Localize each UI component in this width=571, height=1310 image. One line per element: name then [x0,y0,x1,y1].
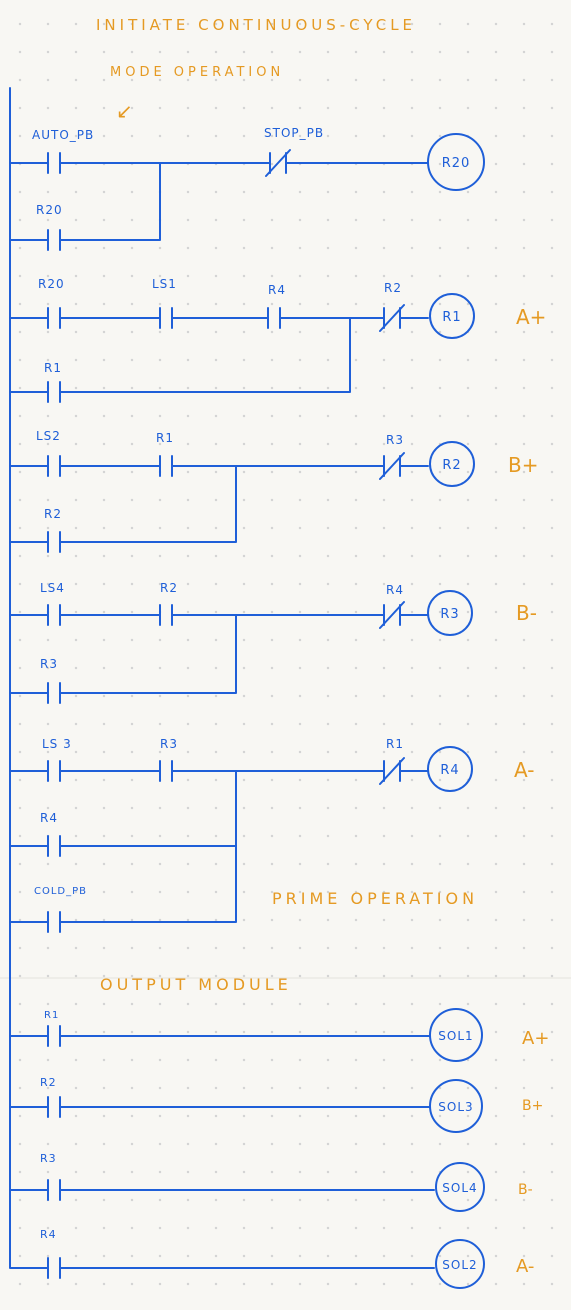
mode-operation-label: MODE OPERATION [110,65,284,80]
contact-r3-branch: R3 [40,657,61,704]
output-coil [429,1079,483,1133]
output-coil [435,1162,485,1212]
contact-label: R2 [384,281,402,295]
contact-r20: R20 [38,277,65,329]
output-coil [429,1008,483,1062]
output-annotation: B- [518,1182,533,1198]
rung-1: AUTO_PB STOP_PB R20 R20 [9,126,485,251]
coil-label: R1 [442,310,461,325]
rung-annotation: A- [514,758,534,782]
contact-label: R2 [44,507,62,521]
contact-label: R1 [44,361,62,375]
contact-ls1: LS1 [152,277,177,329]
contact-r1-branch: R1 [44,361,62,403]
contact-auto-pb: AUTO_PB [32,128,94,174]
output-contact [47,1025,61,1047]
rung-2: R20 LS1 R4 R2 R1 R1 A+ [9,277,546,403]
contact-ls2: LS2 [36,429,61,477]
rung-2-branch-wire [9,317,351,393]
rung-1-branch-wire [9,162,161,241]
coil-label: SOL4 [442,1181,477,1195]
coil-r2: R2 [429,441,475,487]
contact-ls3: LS 3 [42,737,72,782]
output-row-3: R3 SOL4 B- [9,1152,533,1212]
rung-4: LS4 R2 R4 R3 R3 B- [9,581,537,704]
contact-label: R1 [44,1010,59,1021]
diagram-title: INITIATE CONTINUOUS-CYCLE [96,16,416,34]
contact-label: R1 [156,431,174,445]
contact-label: COLD_PB [34,886,87,897]
contact-ls4: LS4 [40,581,65,626]
coil-r4: R4 [427,746,473,792]
rung-4-branch-wire [9,614,237,694]
output-contact [47,1179,61,1201]
contact-stop-pb: STOP_PB [264,126,324,177]
rung-annotation: B+ [508,453,538,477]
output-annotation: A+ [522,1028,549,1049]
rung-5-branch-wire-2 [9,845,237,923]
coil-label: R2 [442,458,461,473]
contact-label: STOP_PB [264,126,324,140]
contact-r4: R4 [267,283,286,329]
contact-label: R3 [386,433,404,447]
contact-r2-nc: R2 [379,281,405,332]
contact-r4-branch: R4 [40,811,61,857]
contact-r1: R1 [156,431,174,477]
rung-5-branch-wire [9,770,237,847]
coil-r1: R1 [429,293,475,339]
left-power-rail [9,87,25,1269]
coil-label: R20 [442,156,471,171]
contact-r3: R3 [159,737,178,782]
coil-label: SOL2 [442,1258,477,1272]
contact-label: AUTO_PB [32,128,94,142]
contact-cold-pb: COLD_PB [34,886,87,933]
output-row-4: R4 SOL2 A- [23,1228,534,1289]
rung-annotation: A+ [516,305,546,329]
rung-annotation: B- [516,601,537,625]
contact-label: R2 [40,1076,57,1089]
contact-label: R4 [386,583,404,597]
contact-r2: R2 [159,581,178,626]
contact-r2-branch: R2 [44,507,62,553]
contact-label: LS1 [152,277,177,291]
output-row-1: R1 SOL1 A+ [9,1008,549,1062]
contact-label: R3 [160,737,178,751]
rung-5: LS 3 R3 R1 R4 COLD_PB R4 A- [9,737,534,933]
output-coil [435,1239,485,1289]
coil-label: SOL1 [438,1029,473,1043]
output-contact [47,1257,61,1279]
output-annotation: B+ [522,1098,543,1114]
contact-r3-nc: R3 [379,433,405,480]
prime-operation-label: PRIME OPERATION [272,889,478,908]
contact-label: R3 [40,657,58,671]
contact-label: LS4 [40,581,65,595]
contact-label: R4 [40,811,58,825]
contact-label: R20 [38,277,65,291]
contact-r4-nc: R4 [379,583,405,629]
coil-r3: R3 [427,590,473,636]
coil-label: R4 [440,763,459,778]
coil-label: SOL3 [438,1100,473,1114]
contact-label: R4 [268,283,286,297]
contact-r20-branch: R20 [36,203,63,251]
arrow-down-left-icon: ↙ [116,99,133,123]
contact-label: R3 [40,1152,57,1165]
coil-label: R3 [440,607,459,622]
output-module-title: OUTPUT MODULE [100,975,292,994]
output-row-2: R2 SOL3 B+ [9,1076,543,1133]
contact-label: LS 3 [42,737,72,751]
contact-label: LS2 [36,429,61,443]
contact-label: R4 [40,1228,57,1241]
contact-label: R20 [36,203,63,217]
rung-3-branch-wire [9,465,237,543]
coil-r20: R20 [427,133,485,191]
output-annotation: A- [516,1256,534,1277]
output-contact [47,1096,61,1118]
contact-label: R1 [386,737,404,751]
contact-label: R2 [160,581,178,595]
rung-3: LS2 R1 R3 R2 R2 B+ [9,429,538,553]
contact-r1-nc: R1 [379,737,405,785]
